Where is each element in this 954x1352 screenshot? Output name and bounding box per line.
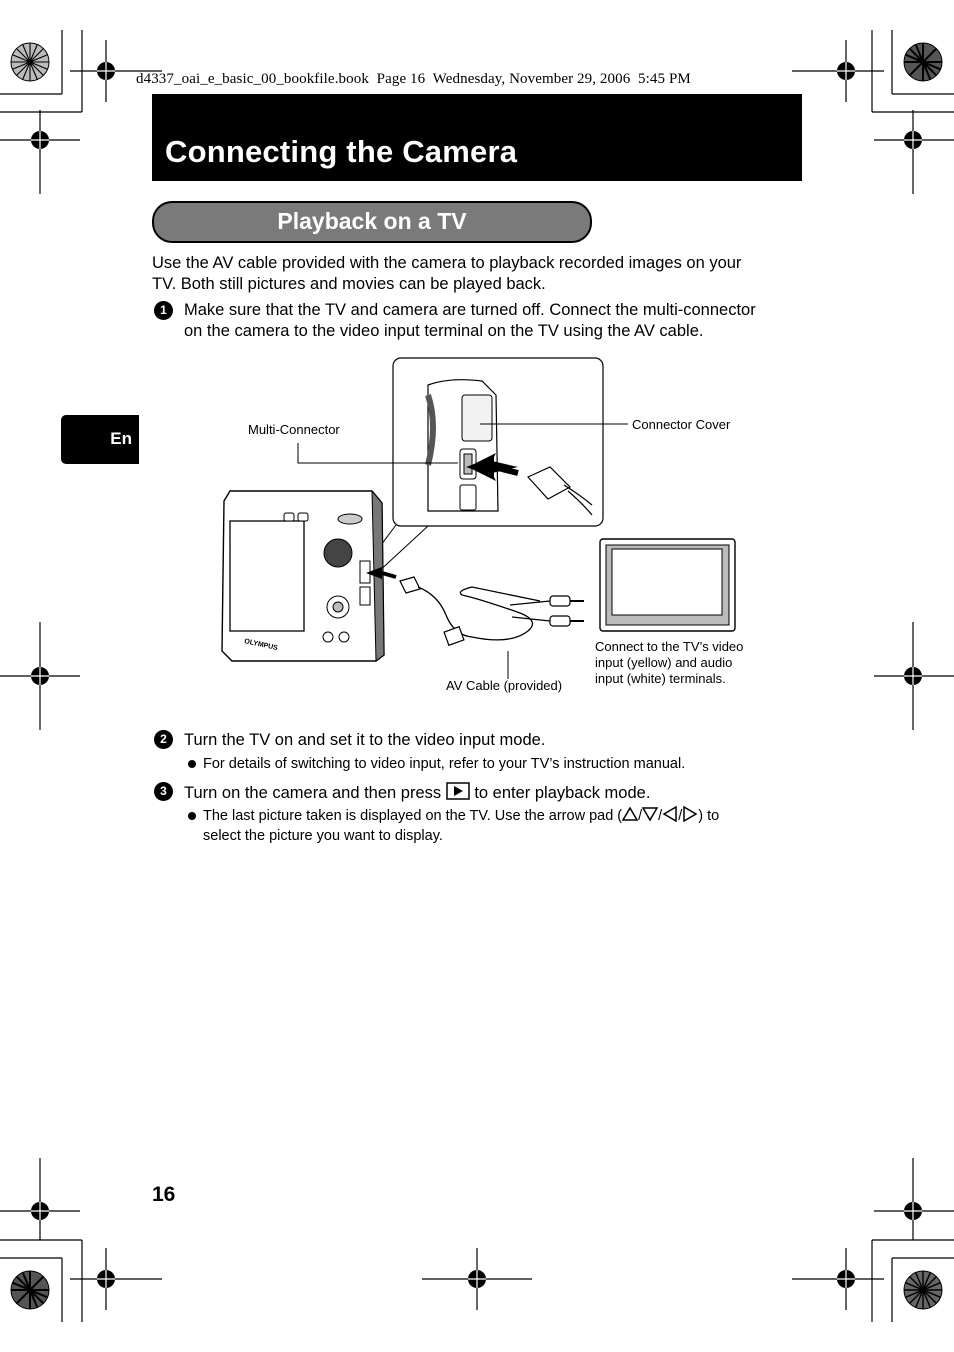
multi-connector-label: Multi-Connector	[248, 422, 340, 437]
intro-line: TV. Both still pictures and movies can b…	[152, 275, 546, 293]
step-number-badge: 3	[154, 782, 173, 801]
camera-side-closeup	[425, 379, 499, 512]
connector-cover-label: Connector Cover	[632, 417, 731, 432]
step-3-note-text: The last picture taken is displayed on t…	[203, 808, 623, 824]
step-1-text: Make sure that the TV and camera are tur…	[184, 300, 756, 342]
camera-illustration	[221, 489, 385, 662]
step-line: Make sure that the TV and camera are tur…	[184, 301, 756, 319]
title-bar: Connecting the Camera	[152, 94, 802, 181]
playback-button-icon	[445, 782, 470, 800]
tv-label-line: Connect to the TV’s video	[595, 639, 744, 654]
step-2-text: Turn the TV on and set it to the video i…	[184, 731, 546, 749]
section-heading: Playback on a TV	[277, 208, 467, 234]
page-title: Connecting the Camera	[165, 134, 518, 169]
step-3-note-text: ) to	[698, 808, 720, 824]
tv-illustration	[599, 538, 736, 632]
section-heading-pill: Playback on a TV	[152, 201, 592, 243]
step-3-text-after: to enter playback mode.	[474, 784, 651, 802]
step-2-note: For details of switching to video input,…	[203, 756, 686, 772]
language-tab-label: En	[110, 429, 132, 448]
av-plug-closeup	[527, 466, 593, 516]
step-line: on the camera to the video input termina…	[184, 322, 704, 340]
slash: /	[638, 808, 643, 824]
step-3-note-line-2: select the picture you want to display.	[203, 828, 443, 844]
tv-label-line: input (yellow) and audio	[595, 655, 733, 670]
language-tab: En	[61, 415, 139, 464]
arrow-up-icon	[622, 806, 639, 821]
tv-connection-label: Connect to the TV’s video input (yellow)…	[595, 639, 743, 687]
arrow-left-icon	[662, 806, 677, 822]
step-3-text-before: Turn on the camera and then press	[184, 784, 442, 802]
av-cable-label: AV Cable (provided)	[446, 678, 563, 693]
slash: /	[658, 808, 663, 824]
av-cable-illustration	[399, 576, 584, 647]
intro-line: Use the AV cable provided with the camer…	[152, 254, 742, 272]
slash: /	[678, 808, 683, 824]
camera-tv-connection-diagram: OLYMPUS	[221, 357, 736, 679]
step-number-badge: 1	[154, 301, 173, 320]
step-3-note: The last picture taken is displayed on t…	[203, 806, 719, 826]
arrow-down-icon	[642, 807, 659, 822]
step-3-text: Turn on the camera and then press to ent…	[184, 782, 650, 804]
page-number: 16	[152, 1183, 176, 1206]
bullet-dot	[188, 760, 196, 768]
intro-paragraph: Use the AV cable provided with the camer…	[152, 253, 741, 295]
book-file-info: d4337_oai_e_basic_00_bookfile.book Page …	[136, 71, 691, 87]
step-number-badge: 2	[154, 730, 173, 749]
arrow-right-icon	[683, 806, 698, 822]
bullet-dot	[188, 812, 196, 820]
tv-label-line: input (white) terminals.	[595, 671, 726, 686]
